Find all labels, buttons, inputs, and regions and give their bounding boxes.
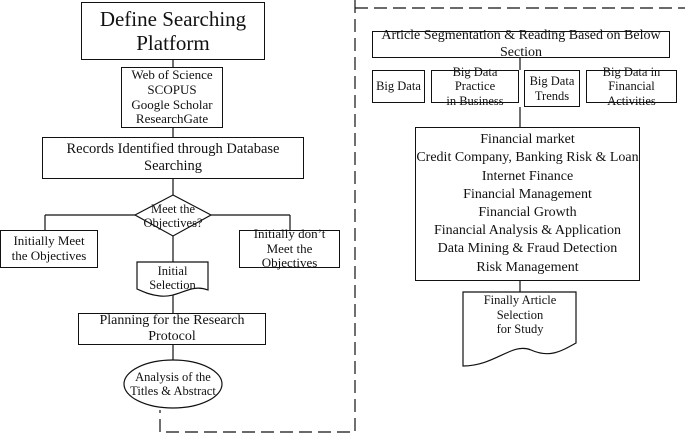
section-big-data-financial: Big Data in Financial Activities xyxy=(586,65,677,108)
initial-selection-line-2: Selection xyxy=(149,278,196,292)
segmentation-label: Article Segmentation & Reading Based on … xyxy=(381,28,661,60)
topic-risk-management: Risk Management xyxy=(476,259,579,275)
initially-meet-line-2: the Objectives xyxy=(11,248,87,263)
topic-financial-growth: Financial Growth xyxy=(478,205,577,220)
section-practice-line-2: in Business xyxy=(446,93,504,108)
records-identified-label: Records Identified through Database Sear… xyxy=(66,141,280,174)
database-scopus: SCOPUS xyxy=(147,81,197,97)
section-financial-line-2: Financial Activities xyxy=(607,79,656,108)
initially-meet-box: Initially Meet the Objectives xyxy=(0,230,98,268)
section-big-data: Big Data xyxy=(372,70,425,103)
define-platform-label: Define Searching Platform xyxy=(99,6,247,55)
planning-box: Planning for the Research Protocol xyxy=(78,313,266,345)
initial-selection-document xyxy=(136,261,209,297)
initially-meet-line-1: Initially Meet xyxy=(13,233,85,249)
initially-dont-line-2: Meet the Objectives xyxy=(261,240,318,271)
section-trends-line-2: Trends xyxy=(534,88,570,103)
topic-financial-analysis: Financial Analysis & Application xyxy=(433,223,622,239)
section-big-data-trends: Big Data Trends xyxy=(524,70,580,107)
initial-selection-label: Initial Selection xyxy=(138,264,207,292)
topic-financial-market: Financial market xyxy=(480,132,575,148)
analysis-line-2: Titles & Abstract xyxy=(130,384,216,398)
database-google-scholar: Google Scholar xyxy=(131,96,213,112)
final-selection-line-1: Finally Article Selection xyxy=(483,293,557,322)
decision-diamond xyxy=(133,194,213,237)
final-selection-line-2: for Study xyxy=(496,322,544,337)
topic-data-mining: Data Mining & Fraud Detection xyxy=(437,241,618,257)
dashed-transition-path xyxy=(159,0,356,433)
database-researchgate: ResearchGate xyxy=(135,111,209,127)
topic-internet-finance: Internet Finance xyxy=(481,168,574,184)
section-trends-line-1: Big Data xyxy=(529,74,575,89)
initially-dont-line-1: Initially don’t xyxy=(253,225,326,241)
topic-financial-management: Financial Management xyxy=(463,186,592,202)
section-big-data-practice: Big Data Practice in Business xyxy=(431,65,519,108)
section-financial-line-1: Big Data in xyxy=(602,64,661,79)
initially-dont-box: Initially don’t Meet the Objectives xyxy=(239,225,340,270)
decision-line-1: Meet the xyxy=(150,201,196,216)
segmentation-box: Article Segmentation & Reading Based on … xyxy=(372,28,670,60)
planning-label: Planning for the Research Protocol xyxy=(99,312,245,344)
define-platform-box: Define Searching Platform xyxy=(81,2,265,60)
topics-box: Financial market Credit Company, Banking… xyxy=(415,127,640,281)
analysis-line-1: Analysis of the xyxy=(135,369,211,384)
records-identified-box: Records Identified through Database Sear… xyxy=(42,137,304,179)
initial-selection-line-1: Initial xyxy=(157,263,188,278)
analysis-label: Analysis of the Titles & Abstract xyxy=(128,368,218,400)
final-selection-label: Finally Article Selection for Study xyxy=(466,293,574,336)
decision-label: Meet the Objectives? xyxy=(140,202,206,230)
final-selection-document xyxy=(462,291,577,367)
databases-box: Web of Science SCOPUS Google Scholar Res… xyxy=(121,67,223,128)
database-web-of-science: Web of Science xyxy=(131,66,213,82)
topic-credit-banking: Credit Company, Banking Risk & Loan xyxy=(416,150,639,166)
analysis-ellipse xyxy=(123,359,223,409)
section-practice-line-1: Big Data Practice xyxy=(452,64,498,94)
decision-line-2: Objectives? xyxy=(143,216,203,230)
section-big-data-label: Big Data xyxy=(376,79,421,94)
